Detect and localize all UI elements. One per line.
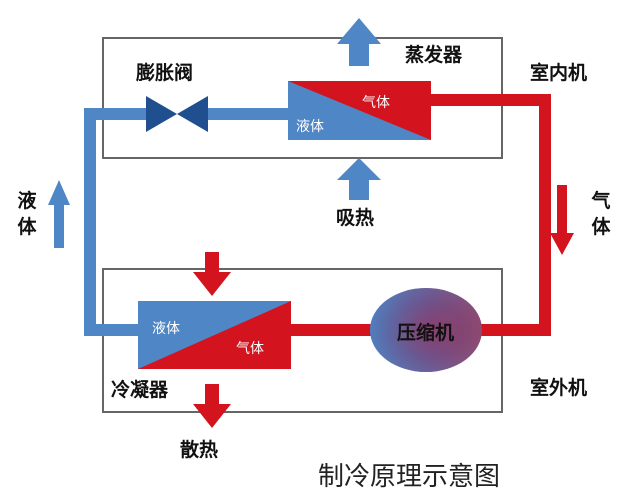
gas-down-arrow-icon <box>550 185 574 255</box>
indoor-unit-label: 室内机 <box>530 62 588 84</box>
evaporator-liquid-label: 液体 <box>296 119 324 135</box>
evaporator-label: 蒸发器 <box>405 44 463 66</box>
compressor-label: 压缩机 <box>397 322 455 344</box>
liquid-pipe <box>84 108 146 336</box>
condenser-gas-label: 气体 <box>236 341 264 357</box>
diagram-graphics <box>48 18 574 428</box>
diagram-caption: 制冷原理示意图 <box>318 462 501 492</box>
expansion-valve-label: 膨胀阀 <box>136 62 194 84</box>
expansion-valve-icon <box>146 96 208 132</box>
absorb-heat-label: 吸热 <box>336 207 375 229</box>
evaporator-block <box>288 81 431 140</box>
condenser-label: 冷凝器 <box>111 379 169 401</box>
liquid-side-label: 液体 <box>17 190 37 238</box>
outdoor-unit-box <box>102 268 503 413</box>
release-heat-label: 散热 <box>180 439 219 461</box>
evaporator-gas-label: 气体 <box>362 95 390 111</box>
absorb-heat-arrow-icon <box>337 158 381 200</box>
evaporator-out-arrow-icon <box>337 18 381 66</box>
gas-side-label: 气体 <box>591 190 611 238</box>
condenser-liquid-label: 液体 <box>152 321 180 337</box>
condenser-block <box>138 301 291 369</box>
liquid-up-arrow-icon <box>48 180 70 248</box>
gas-pipe <box>430 94 551 336</box>
release-heat-arrow-icon <box>193 384 231 428</box>
outdoor-unit-label: 室外机 <box>530 377 588 399</box>
condenser-in-arrow-icon <box>193 252 231 296</box>
refrigeration-diagram: 蒸发器 室内机 膨胀阀 气体 液体 吸热 液体 气体 液体 气体 压缩机 冷凝器… <box>17 18 611 492</box>
